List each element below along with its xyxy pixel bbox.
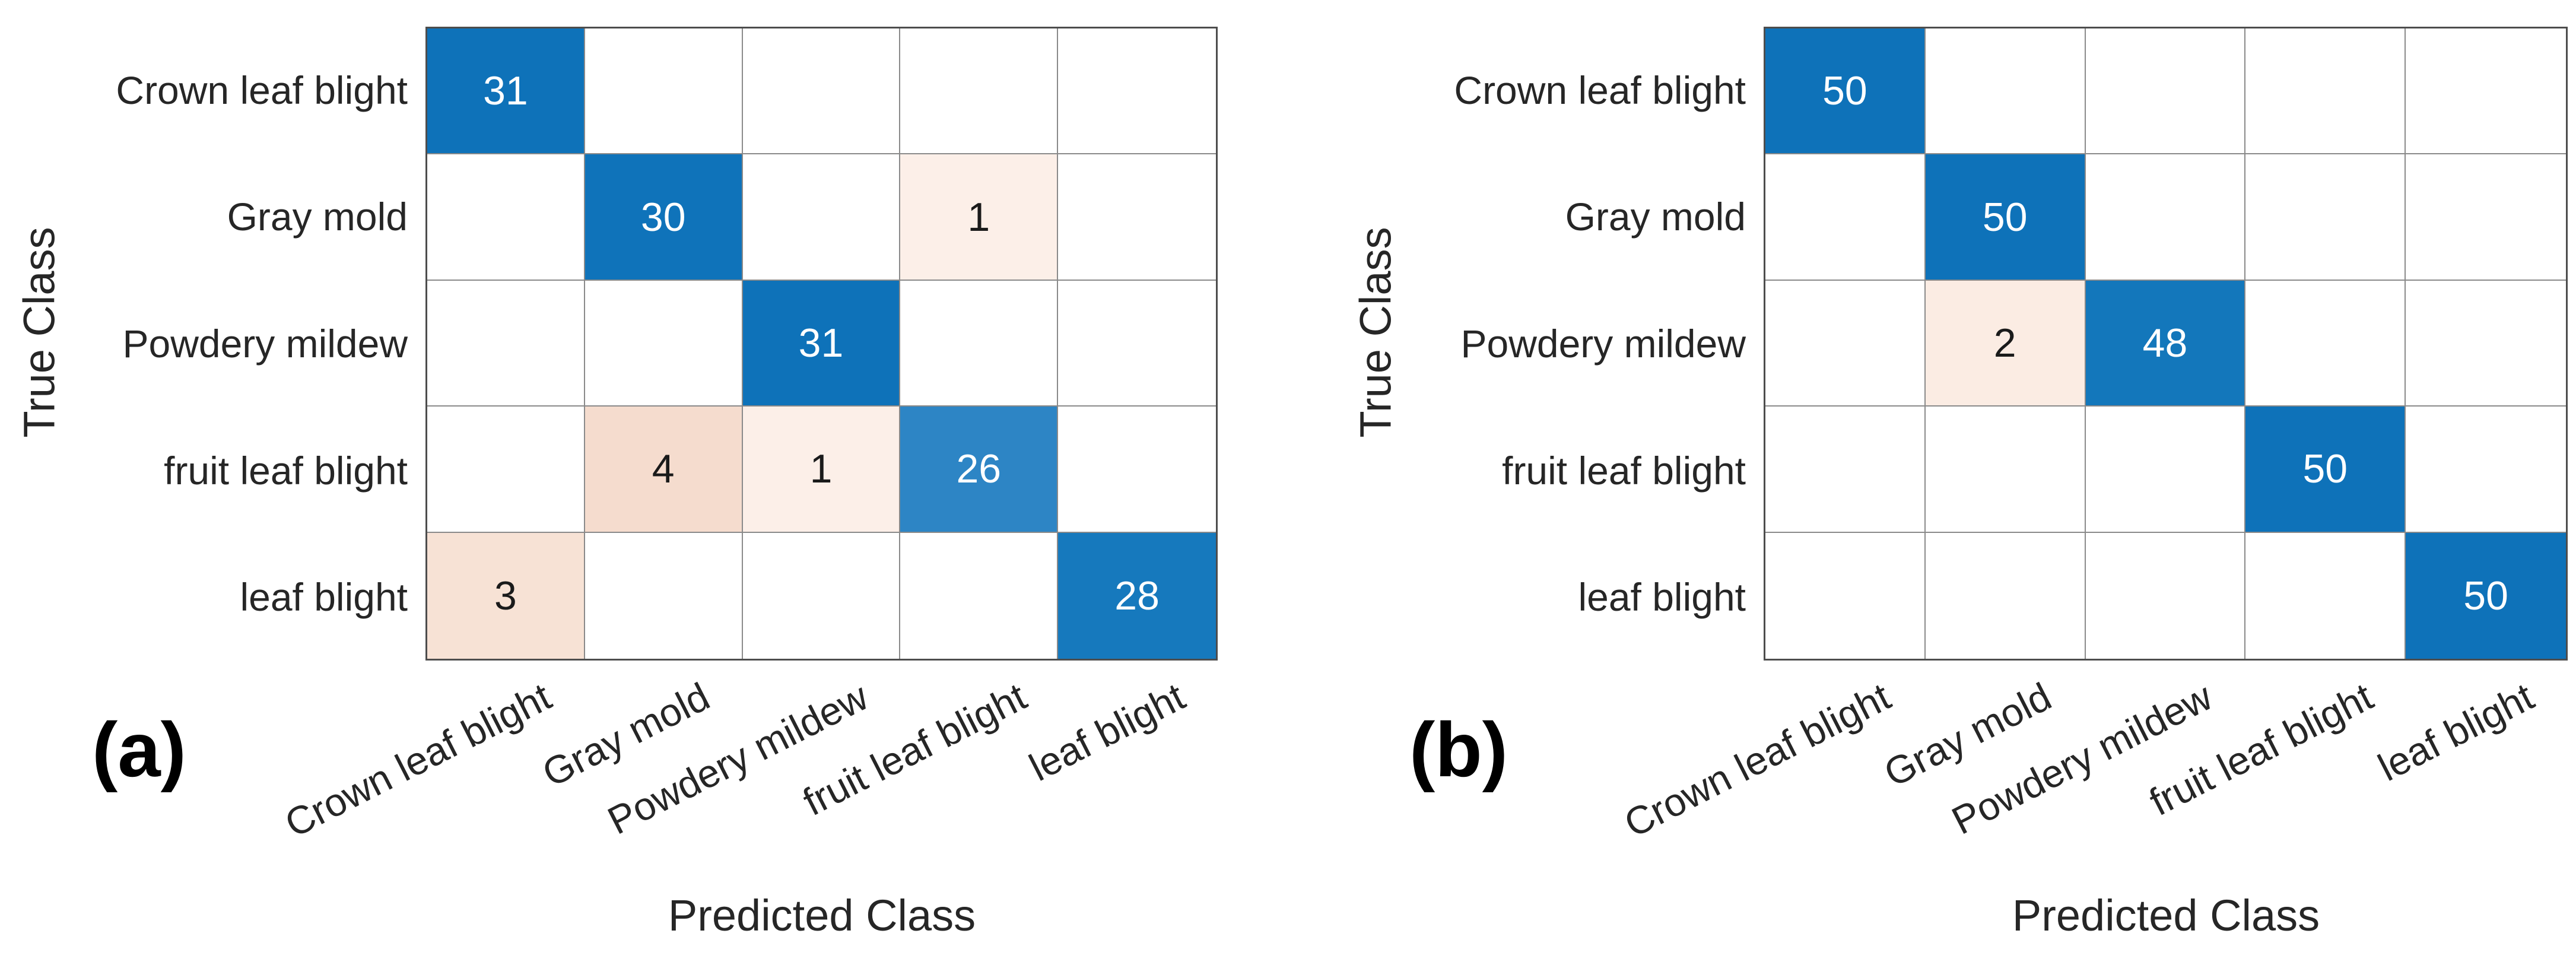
matrix-cell bbox=[1765, 280, 1926, 407]
matrix-cell bbox=[900, 280, 1059, 407]
matrix-cell bbox=[1765, 407, 1926, 533]
matrix-cell bbox=[1058, 28, 1216, 155]
matrix-cell bbox=[2406, 154, 2566, 281]
panel-caption: (b) bbox=[1409, 706, 1508, 793]
matrix-cell: 50 bbox=[1925, 154, 2086, 281]
panel-caption: (a) bbox=[92, 706, 186, 793]
matrix-cell bbox=[2245, 154, 2406, 281]
matrix-cell bbox=[585, 532, 743, 659]
matrix-cell: 28 bbox=[1058, 532, 1216, 659]
matrix-cell bbox=[2086, 532, 2246, 659]
matrix-cell: 31 bbox=[427, 28, 585, 155]
matrix-cell bbox=[2406, 407, 2566, 533]
matrix-cell: 30 bbox=[585, 154, 743, 281]
matrix-cell bbox=[1058, 407, 1216, 533]
matrix-cell bbox=[1765, 154, 1926, 281]
matrix-cell bbox=[743, 532, 901, 659]
matrix-cell: 1 bbox=[742, 407, 901, 533]
matrix-cell: 2 bbox=[1925, 280, 2086, 407]
matrix-cell bbox=[585, 28, 743, 155]
matrix-cell bbox=[1765, 532, 1926, 659]
matrix-cell bbox=[427, 154, 585, 281]
x-axis-title: Predicted Class bbox=[2012, 891, 2320, 940]
matrix-cell bbox=[1925, 28, 2086, 155]
matrix-cell: 3 bbox=[427, 532, 585, 659]
row-label-true-class: leaf blight bbox=[240, 575, 408, 620]
matrix-cell bbox=[742, 28, 901, 155]
row-label-true-class: Gray mold bbox=[227, 195, 408, 239]
matrix-cell bbox=[2085, 154, 2246, 281]
matrix-cell bbox=[1925, 407, 2086, 533]
matrix-cell bbox=[427, 407, 585, 533]
row-label-true-class: fruit leaf blight bbox=[1502, 448, 1746, 493]
matrix-cell bbox=[2406, 28, 2566, 155]
matrix-cell: 50 bbox=[1765, 28, 1926, 155]
matrix-cell bbox=[900, 28, 1059, 155]
matrix-cell: 50 bbox=[2245, 407, 2406, 533]
matrix-cell bbox=[2245, 28, 2406, 155]
matrix-cell bbox=[1058, 281, 1216, 407]
matrix-cell: 1 bbox=[900, 154, 1059, 281]
matrix-cell bbox=[2085, 407, 2246, 533]
row-label-true-class: Crown leaf blight bbox=[1454, 68, 1746, 112]
row-label-true-class: leaf blight bbox=[1578, 575, 1746, 620]
row-label-true-class: fruit leaf blight bbox=[164, 448, 408, 493]
matrix-cell bbox=[900, 532, 1059, 659]
matrix-cell bbox=[2085, 28, 2246, 155]
row-label-true-class: Powdery mildew bbox=[1460, 321, 1746, 366]
row-label-true-class: Crown leaf blight bbox=[116, 68, 408, 112]
matrix-cell bbox=[1926, 532, 2086, 659]
matrix-cell bbox=[2245, 532, 2406, 659]
matrix-cell bbox=[585, 280, 743, 407]
row-label-true-class: Powdery mildew bbox=[122, 321, 408, 366]
matrix-cell: 48 bbox=[2085, 280, 2246, 407]
matrix-cell bbox=[427, 280, 585, 407]
matrix-cell: 31 bbox=[742, 280, 901, 407]
matrix-cell bbox=[1058, 154, 1216, 281]
row-label-true-class: Gray mold bbox=[1565, 195, 1746, 239]
matrix-cell: 50 bbox=[2406, 532, 2566, 659]
matrix-cell bbox=[742, 154, 901, 281]
matrix-cell bbox=[2245, 280, 2406, 407]
matrix-cell: 26 bbox=[900, 407, 1059, 533]
matrix-cell: 4 bbox=[585, 407, 743, 533]
x-axis-title: Predicted Class bbox=[668, 891, 976, 940]
matrix-cell bbox=[2406, 281, 2566, 407]
